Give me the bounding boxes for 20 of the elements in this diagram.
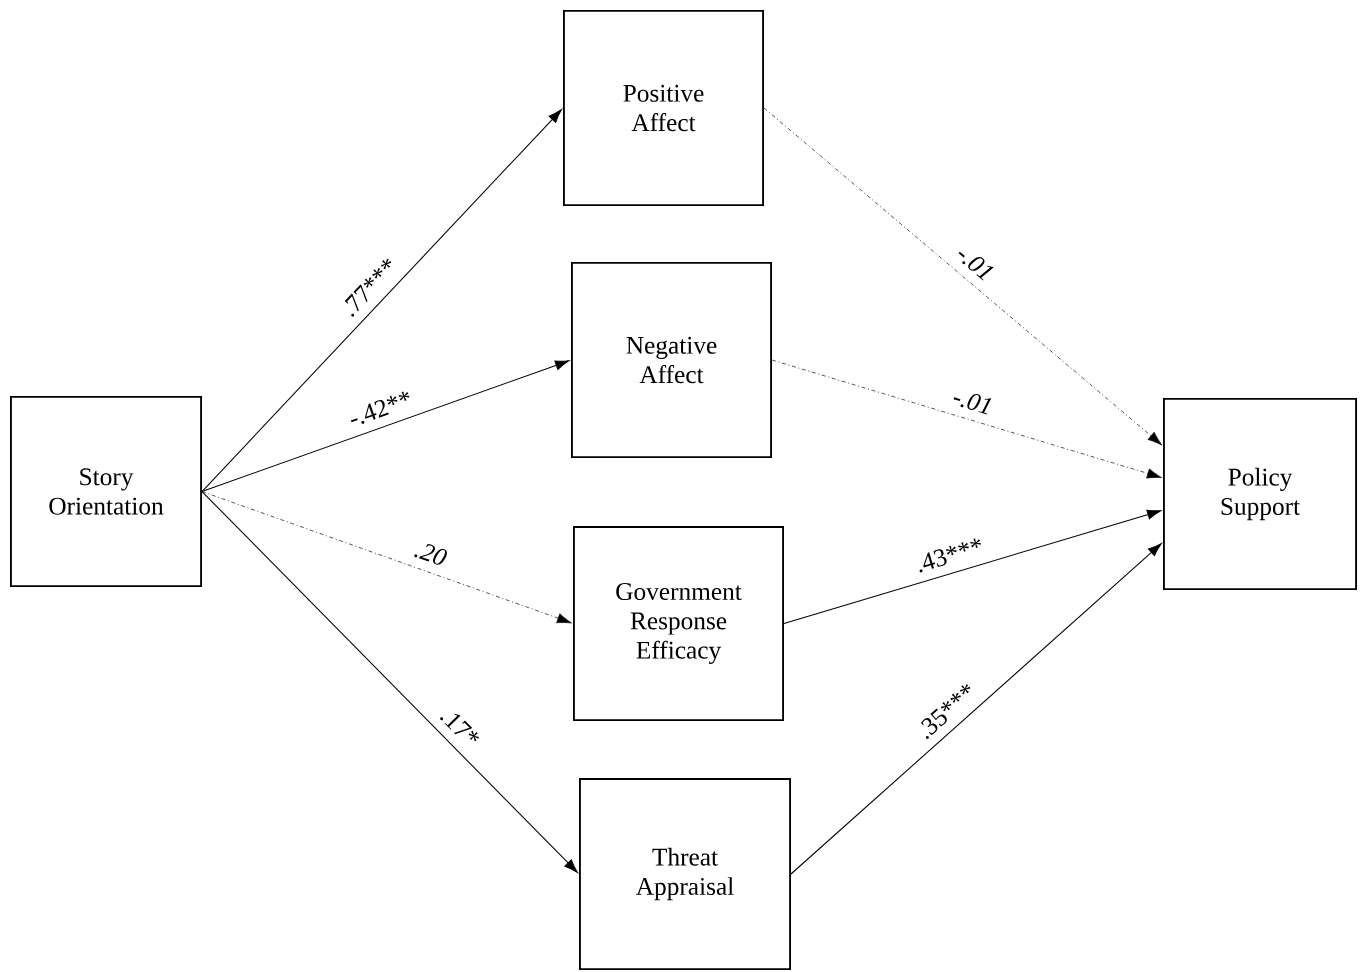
edge-label: .43***	[911, 535, 987, 575]
arrow	[783, 509, 1162, 625]
edge-label: -.42**	[345, 387, 416, 430]
variable-box: Negative Affect	[571, 262, 772, 458]
arrow	[790, 543, 1162, 875]
arrow	[771, 359, 1162, 479]
variable-box: Story Orientation	[10, 396, 202, 587]
arrow	[201, 491, 572, 624]
arrow	[201, 109, 562, 493]
variable-box: Threat Appraisal	[579, 778, 791, 970]
arrow	[201, 360, 570, 493]
edge-label: .20	[411, 538, 451, 569]
variable-box: Government Response Efficacy	[573, 526, 784, 721]
edge-label: -.01	[949, 385, 997, 418]
edge-label: .17*	[436, 703, 484, 752]
variable-box: Policy Support	[1163, 398, 1357, 590]
arrow	[201, 490, 578, 873]
variable-box: Positive Affect	[563, 10, 764, 206]
arrow	[763, 107, 1163, 446]
edge-label: -.01	[952, 241, 998, 285]
